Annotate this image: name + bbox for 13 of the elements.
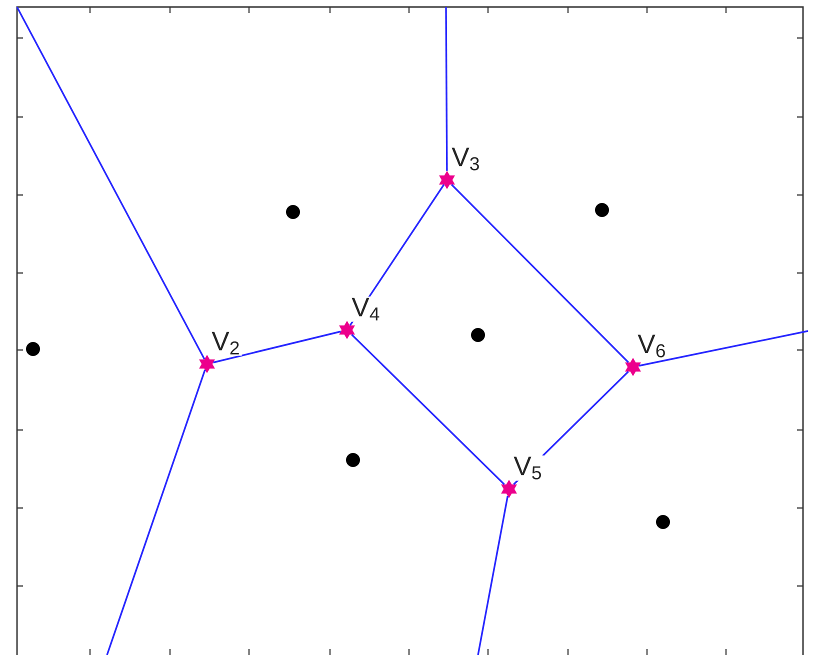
voronoi-edge xyxy=(213,330,341,364)
voronoi-edge xyxy=(16,6,206,360)
voronoi-edge xyxy=(106,370,206,655)
voronoi-edge xyxy=(477,496,509,655)
vertex-label: V$_{4}$ xyxy=(350,296,382,322)
voronoi-edge xyxy=(445,6,448,171)
vertex-label: V$_{6}$ xyxy=(636,333,668,359)
voronoi-edge xyxy=(451,184,629,363)
vertex-label: V$_{5}$ xyxy=(512,455,544,481)
voronoi-edge xyxy=(638,330,808,367)
voronoi-edge xyxy=(351,334,505,485)
vertex-label: V$_{3}$ xyxy=(450,146,482,172)
vertex-label: V$_{2}$ xyxy=(210,330,242,356)
